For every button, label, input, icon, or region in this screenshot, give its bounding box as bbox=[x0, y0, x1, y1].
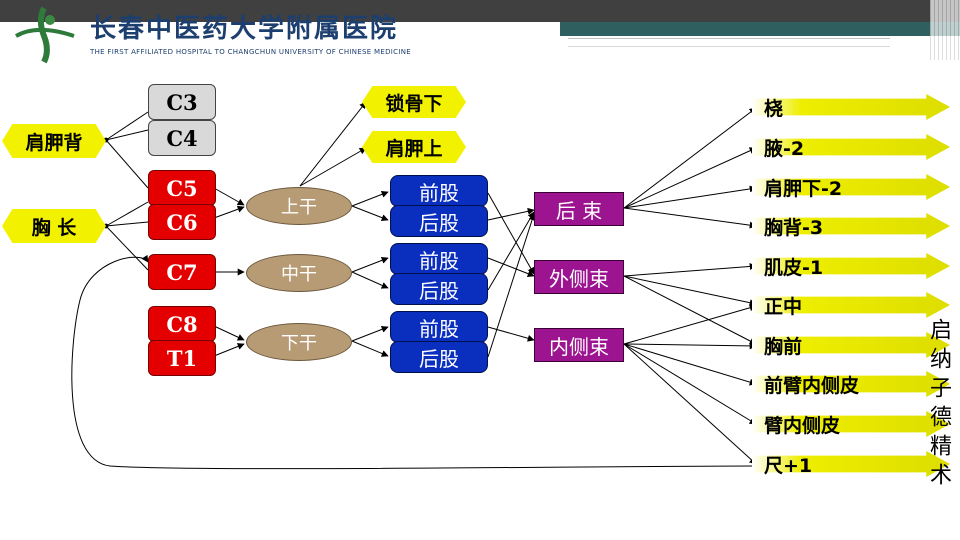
middle-posterior-division: 后股 bbox=[390, 273, 488, 305]
terminal-label: 正中 bbox=[764, 295, 803, 318]
terminal-thoracodorsal: 胸背-3 bbox=[752, 213, 950, 239]
terminal-label: 臂内侧皮 bbox=[764, 414, 841, 437]
dorsal-scapular-nerve: 肩胛背 bbox=[2, 124, 106, 158]
side-motto: 启 纳 子 德 精 术 bbox=[926, 318, 951, 485]
suprascapular-label: 肩胛上 bbox=[385, 137, 443, 160]
root-c4: C4 bbox=[148, 120, 216, 156]
header-dark-bar bbox=[0, 0, 960, 22]
terminal-ulnar: 尺+1 bbox=[752, 451, 950, 477]
terminal-medial-brachial-cutaneous: 臂内侧皮 bbox=[752, 411, 950, 437]
terminal-label: 胸背-3 bbox=[764, 216, 824, 239]
header-divider bbox=[568, 38, 890, 39]
lateral-cord: 外侧束 bbox=[534, 260, 624, 294]
long-thoracic-label: 胸 长 bbox=[31, 216, 77, 239]
terminal-label: 胸前 bbox=[764, 335, 803, 358]
posterior-cord: 后 束 bbox=[534, 192, 624, 226]
subclavian-nerve: 锁骨下 bbox=[362, 86, 466, 118]
lower-trunk: 下干 bbox=[246, 323, 352, 361]
root-t1: T1 bbox=[148, 340, 216, 376]
decorative-stripes bbox=[930, 0, 960, 60]
suprascapular-nerve: 肩胛上 bbox=[362, 131, 466, 163]
terminal-label: 肩胛下-2 bbox=[764, 177, 843, 200]
header-teal-bar bbox=[560, 22, 960, 36]
root-c6: C6 bbox=[148, 204, 216, 240]
terminal-musculocutaneous: 肌皮-1 bbox=[752, 253, 950, 279]
terminal-label: 前臂内侧皮 bbox=[764, 374, 860, 397]
medial-cord: 内侧束 bbox=[534, 328, 624, 362]
middle-anterior-division: 前股 bbox=[390, 243, 488, 275]
long-thoracic-nerve: 胸 长 bbox=[2, 209, 106, 243]
terminal-subscapular: 肩胛下-2 bbox=[752, 174, 950, 200]
terminal-radial: 桡 bbox=[752, 94, 950, 120]
root-c8: C8 bbox=[148, 306, 216, 342]
dorsal-scapular-label: 肩胛背 bbox=[25, 131, 83, 154]
terminal-label: 肌皮-1 bbox=[764, 256, 824, 279]
upper-posterior-division: 后股 bbox=[390, 205, 488, 237]
upper-anterior-division: 前股 bbox=[390, 175, 488, 207]
root-c5: C5 bbox=[148, 170, 216, 206]
terminal-label: 腋-2 bbox=[764, 137, 805, 160]
terminal-pectoral: 胸前 bbox=[752, 332, 950, 358]
root-c3: C3 bbox=[148, 84, 216, 120]
terminal-median: 正中 bbox=[752, 292, 950, 318]
upper-trunk: 上干 bbox=[246, 187, 352, 225]
terminal-label: 桡 bbox=[764, 97, 784, 120]
lower-anterior-division: 前股 bbox=[390, 311, 488, 343]
terminal-label: 尺+1 bbox=[764, 454, 813, 477]
hospital-logo-icon bbox=[15, 6, 75, 64]
root-c7: C7 bbox=[148, 254, 216, 290]
terminal-medial-antebrachial-cutaneous: 前臂内侧皮 bbox=[752, 371, 950, 397]
subclavian-label: 锁骨下 bbox=[385, 92, 443, 115]
hospital-name-english: THE FIRST AFFILIATED HOSPITAL TO CHANGCH… bbox=[90, 48, 411, 56]
middle-trunk: 中干 bbox=[246, 254, 352, 292]
hospital-name: 长春中医药大学附属医院 bbox=[90, 14, 399, 44]
header-divider-2 bbox=[568, 46, 890, 47]
terminal-axillary: 腋-2 bbox=[752, 134, 950, 160]
lower-posterior-division: 后股 bbox=[390, 341, 488, 373]
